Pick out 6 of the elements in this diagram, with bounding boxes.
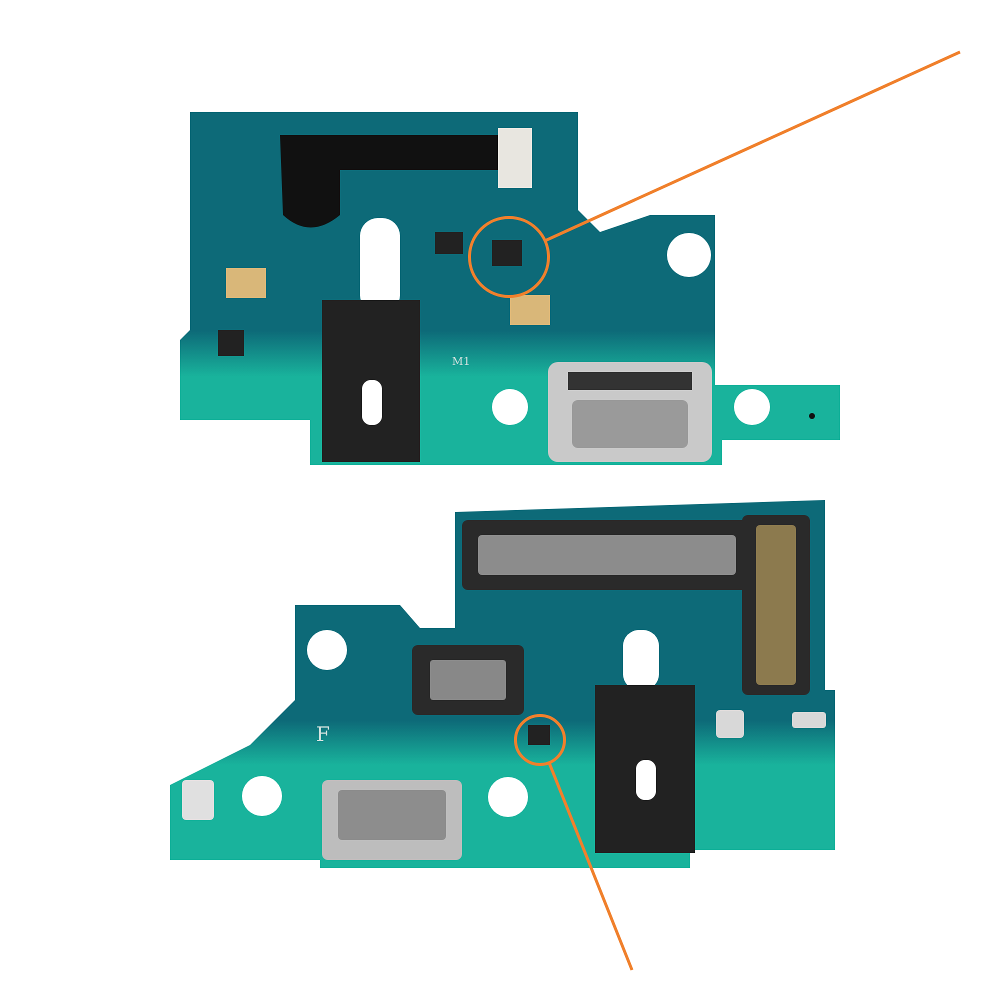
leader-line	[548, 762, 634, 971]
highlight-circle	[468, 216, 550, 298]
silkscreen-marking: F	[316, 724, 330, 744]
highlight-circle	[514, 714, 566, 766]
leader-line	[544, 50, 961, 242]
silkscreen-marking: M1	[452, 356, 470, 367]
